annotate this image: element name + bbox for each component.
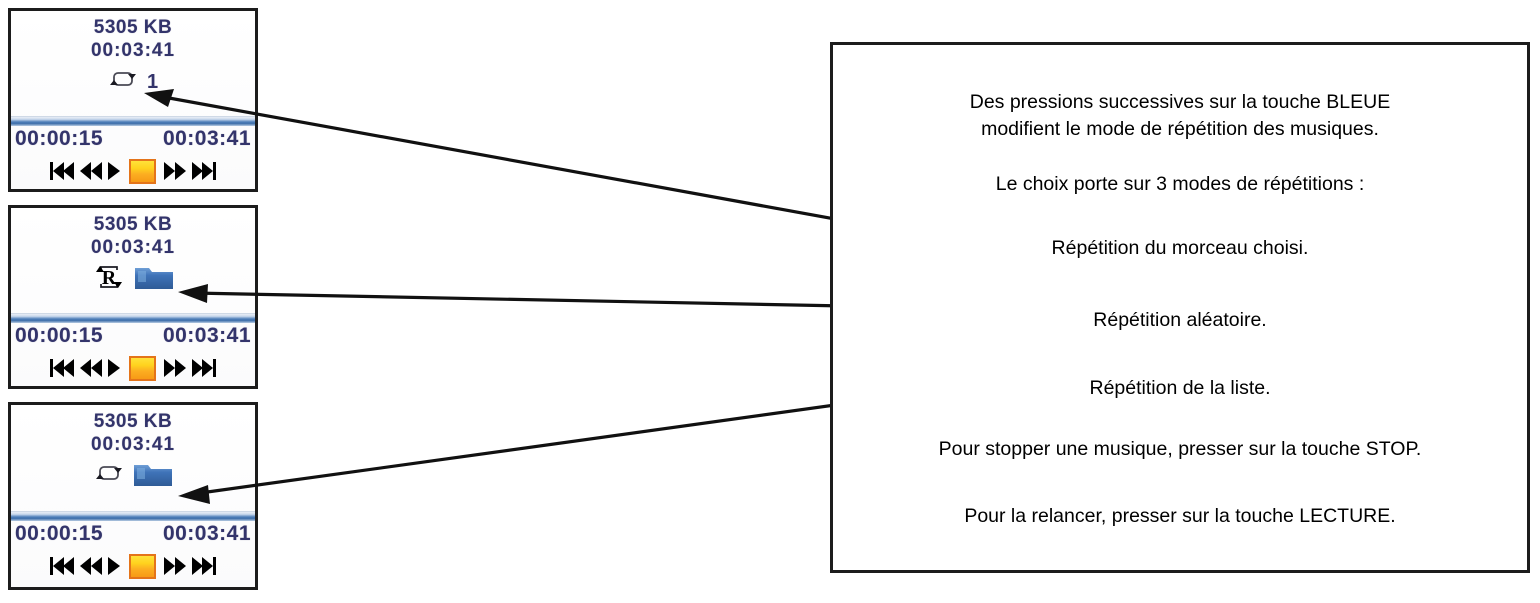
repeat-loop-icon [94,463,124,490]
duration-time-label: 00:03:41 [162,522,251,545]
repeat-mode-row[interactable] [11,459,255,493]
player-panel-repeat-list: 5305 KB 00:03:41 [8,402,258,590]
file-size-label: 5305 KB [93,214,173,235]
panel-inner: 5305 KB 00:03:41 R [11,208,255,386]
callout-line-play: Pour la relancer, presser sur la touche … [964,505,1396,527]
player-panel-repeat-one: 5305 KB 00:03:41 1 00:00:15 00:03:41 [8,8,258,192]
duration-time-label: 00:03:41 [162,324,251,347]
panel-inner: 5305 KB 00:03:41 [11,405,255,587]
fast-forward-icon[interactable] [163,356,189,380]
time-row: 00:00:15 00:03:41 [11,522,255,546]
repeat-random-r-icon: R [93,264,125,295]
duration-time-label: 00:03:41 [162,127,251,150]
skip-back-icon[interactable] [48,554,75,578]
elapsed-time-label: 00:00:15 [15,127,104,150]
total-time-label: 00:03:41 [90,434,176,455]
folder-icon [133,460,173,493]
progress-rail[interactable] [11,511,255,521]
panel-metadata: 5305 KB 00:03:41 [11,405,255,456]
panel-inner: 5305 KB 00:03:41 1 00:00:15 00:03:41 [11,11,255,189]
panel-metadata: 5305 KB 00:03:41 [11,208,255,259]
callout-line-repeat-one: Répétition du morceau choisi. [1051,237,1309,259]
skip-back-icon[interactable] [48,159,75,183]
skip-back-icon[interactable] [48,356,75,380]
progress-rail[interactable] [11,313,255,323]
transport-controls [11,156,255,186]
repeat-loop-icon [108,69,138,96]
time-row: 00:00:15 00:03:41 [11,324,255,348]
repeat-mode-row[interactable]: 1 [11,65,255,99]
folder-icon [134,263,174,296]
callout-line-intro: Des pressions successives sur la touche … [969,91,1391,140]
time-row: 00:00:15 00:03:41 [11,127,255,151]
transport-controls [11,353,255,383]
stop-button[interactable] [129,355,156,381]
stop-button[interactable] [129,158,156,184]
callout-text-box: Des pressions successives sur la touche … [830,42,1530,573]
fast-forward-icon[interactable] [163,159,189,183]
rewind-icon[interactable] [77,554,103,578]
play-icon[interactable] [105,356,122,380]
rewind-icon[interactable] [77,356,103,380]
skip-forward-icon[interactable] [191,356,218,380]
skip-forward-icon[interactable] [191,159,218,183]
rewind-icon[interactable] [77,159,103,183]
skip-forward-icon[interactable] [191,554,218,578]
player-panel-repeat-random: 5305 KB 00:03:41 R [8,205,258,389]
elapsed-time-label: 00:00:15 [15,522,104,545]
total-time-label: 00:03:41 [90,40,176,61]
stop-button[interactable] [129,553,156,579]
total-time-label: 00:03:41 [90,237,176,258]
repeat-mode-row[interactable]: R [11,262,255,296]
callout-line-repeat-random: Répétition aléatoire. [1093,309,1267,331]
svg-text:R: R [101,267,116,289]
callout-line-modes-intro: Le choix porte sur 3 modes de répétition… [995,173,1365,195]
transport-controls [11,551,255,581]
progress-rail[interactable] [11,116,255,126]
callout-inner: Des pressions successives sur la touche … [833,45,1527,570]
callout-line-repeat-list: Répétition de la liste. [1089,377,1271,399]
callout-line-stop: Pour stopper une musique, presser sur la… [938,438,1422,460]
file-size-label: 5305 KB [93,411,173,432]
play-icon[interactable] [105,554,122,578]
repeat-count-value: 1 [146,70,159,93]
play-icon[interactable] [105,159,122,183]
elapsed-time-label: 00:00:15 [15,324,104,347]
file-size-label: 5305 KB [93,17,173,38]
panel-metadata: 5305 KB 00:03:41 [11,11,255,62]
fast-forward-icon[interactable] [163,554,189,578]
